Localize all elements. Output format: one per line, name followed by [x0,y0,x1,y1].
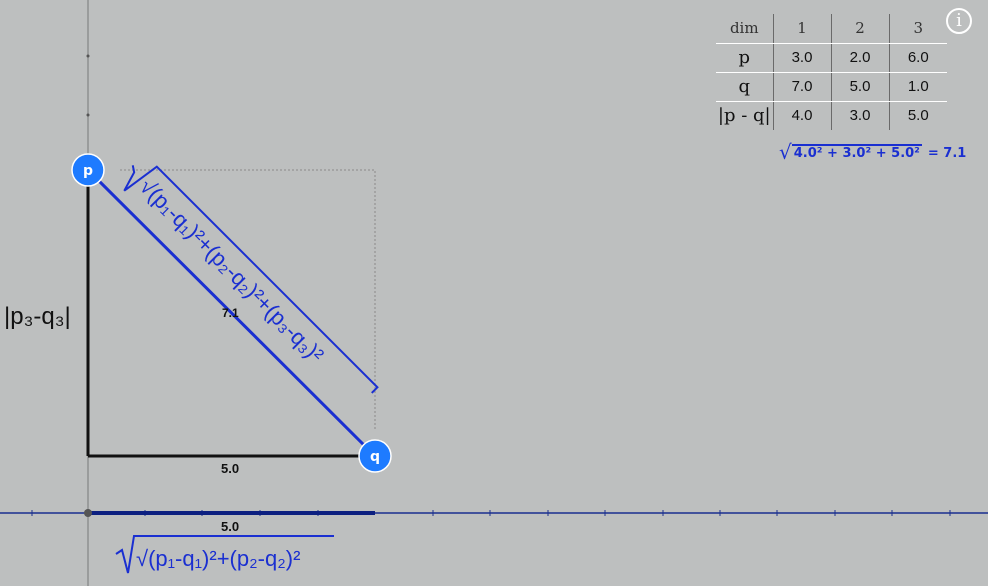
table-cell: 2.0 [830,43,889,73]
table-header-cell: 2 [830,14,889,44]
radicand: 4.0² + 3.0² + 5.0² [791,144,922,161]
diagonal-value: 7.1 [222,306,239,320]
table-cell: 5.0 [888,101,947,130]
diagonal-radical-sign [123,165,379,394]
axis-formula: √(p₁-q₁)²+(p₂-q₂)² [115,535,334,574]
term-1: 4.0² [793,146,823,161]
distance-result: = 7.1 [927,146,967,161]
point-p-label: p [83,163,93,179]
table-header-cell: 3 [888,14,947,44]
point-p[interactable]: p [71,153,105,187]
table-row-difference: |p - q| 4.0 3.0 5.0 [716,101,947,130]
table-header-cell: dim [716,14,773,44]
diagonal-formula: √(p₁-q₁)²+(p₂-q₂)²+(p₃-q₃)² [123,165,379,394]
table-cell: 6.0 [888,43,947,73]
table-row-label: |p - q| [717,105,771,127]
radical-sign: √ [779,140,792,164]
distance-formula: √4.0² + 3.0² + 5.0² = 7.1 [779,138,967,164]
table-cell: 3.0 [772,43,831,73]
table-header-row: dim 1 2 3 [716,14,947,44]
plus-sign: + [827,146,838,161]
info-icon[interactable] [946,8,972,34]
hypotenuse [86,168,377,458]
coordinates-table: dim 1 2 3 p 3.0 2.0 6.0 q 7.0 5.0 1.0 |p… [716,14,947,130]
vertical-leg-label: |p₃-q₃| [4,303,71,330]
table-cell: 5.0 [830,72,889,102]
point-q[interactable]: q [358,439,392,473]
table-cell: 3.0 [830,101,889,130]
table-cell: 7.0 [772,72,831,102]
plus-sign: + [875,146,887,161]
table-row-label: p [716,43,773,73]
term-3: 5.0² [891,146,920,161]
point-q-label: q [370,449,380,465]
diagonal-formula-text: √(p₁-q₁)²+(p₂-q₂)²+(p₃-q₃)² [135,174,329,368]
table-cell: 1.0 [888,72,947,102]
axis-value: 5.0 [221,519,239,534]
axis-radical-sign [115,535,334,574]
table-row-p: p 3.0 2.0 6.0 [716,43,947,73]
term-2: 3.0² [842,146,872,161]
origin-point [84,509,92,517]
table-header-cell: 1 [772,14,831,44]
table-row-label: q [716,72,773,102]
horizontal-leg-value: 5.0 [221,461,239,476]
table-cell: 4.0 [772,101,831,130]
axis-formula-text: √(p₁-q₁)²+(p₂-q₂)² [136,546,300,571]
table-row-q: q 7.0 5.0 1.0 [716,72,947,102]
guide-rectangle [120,169,376,430]
